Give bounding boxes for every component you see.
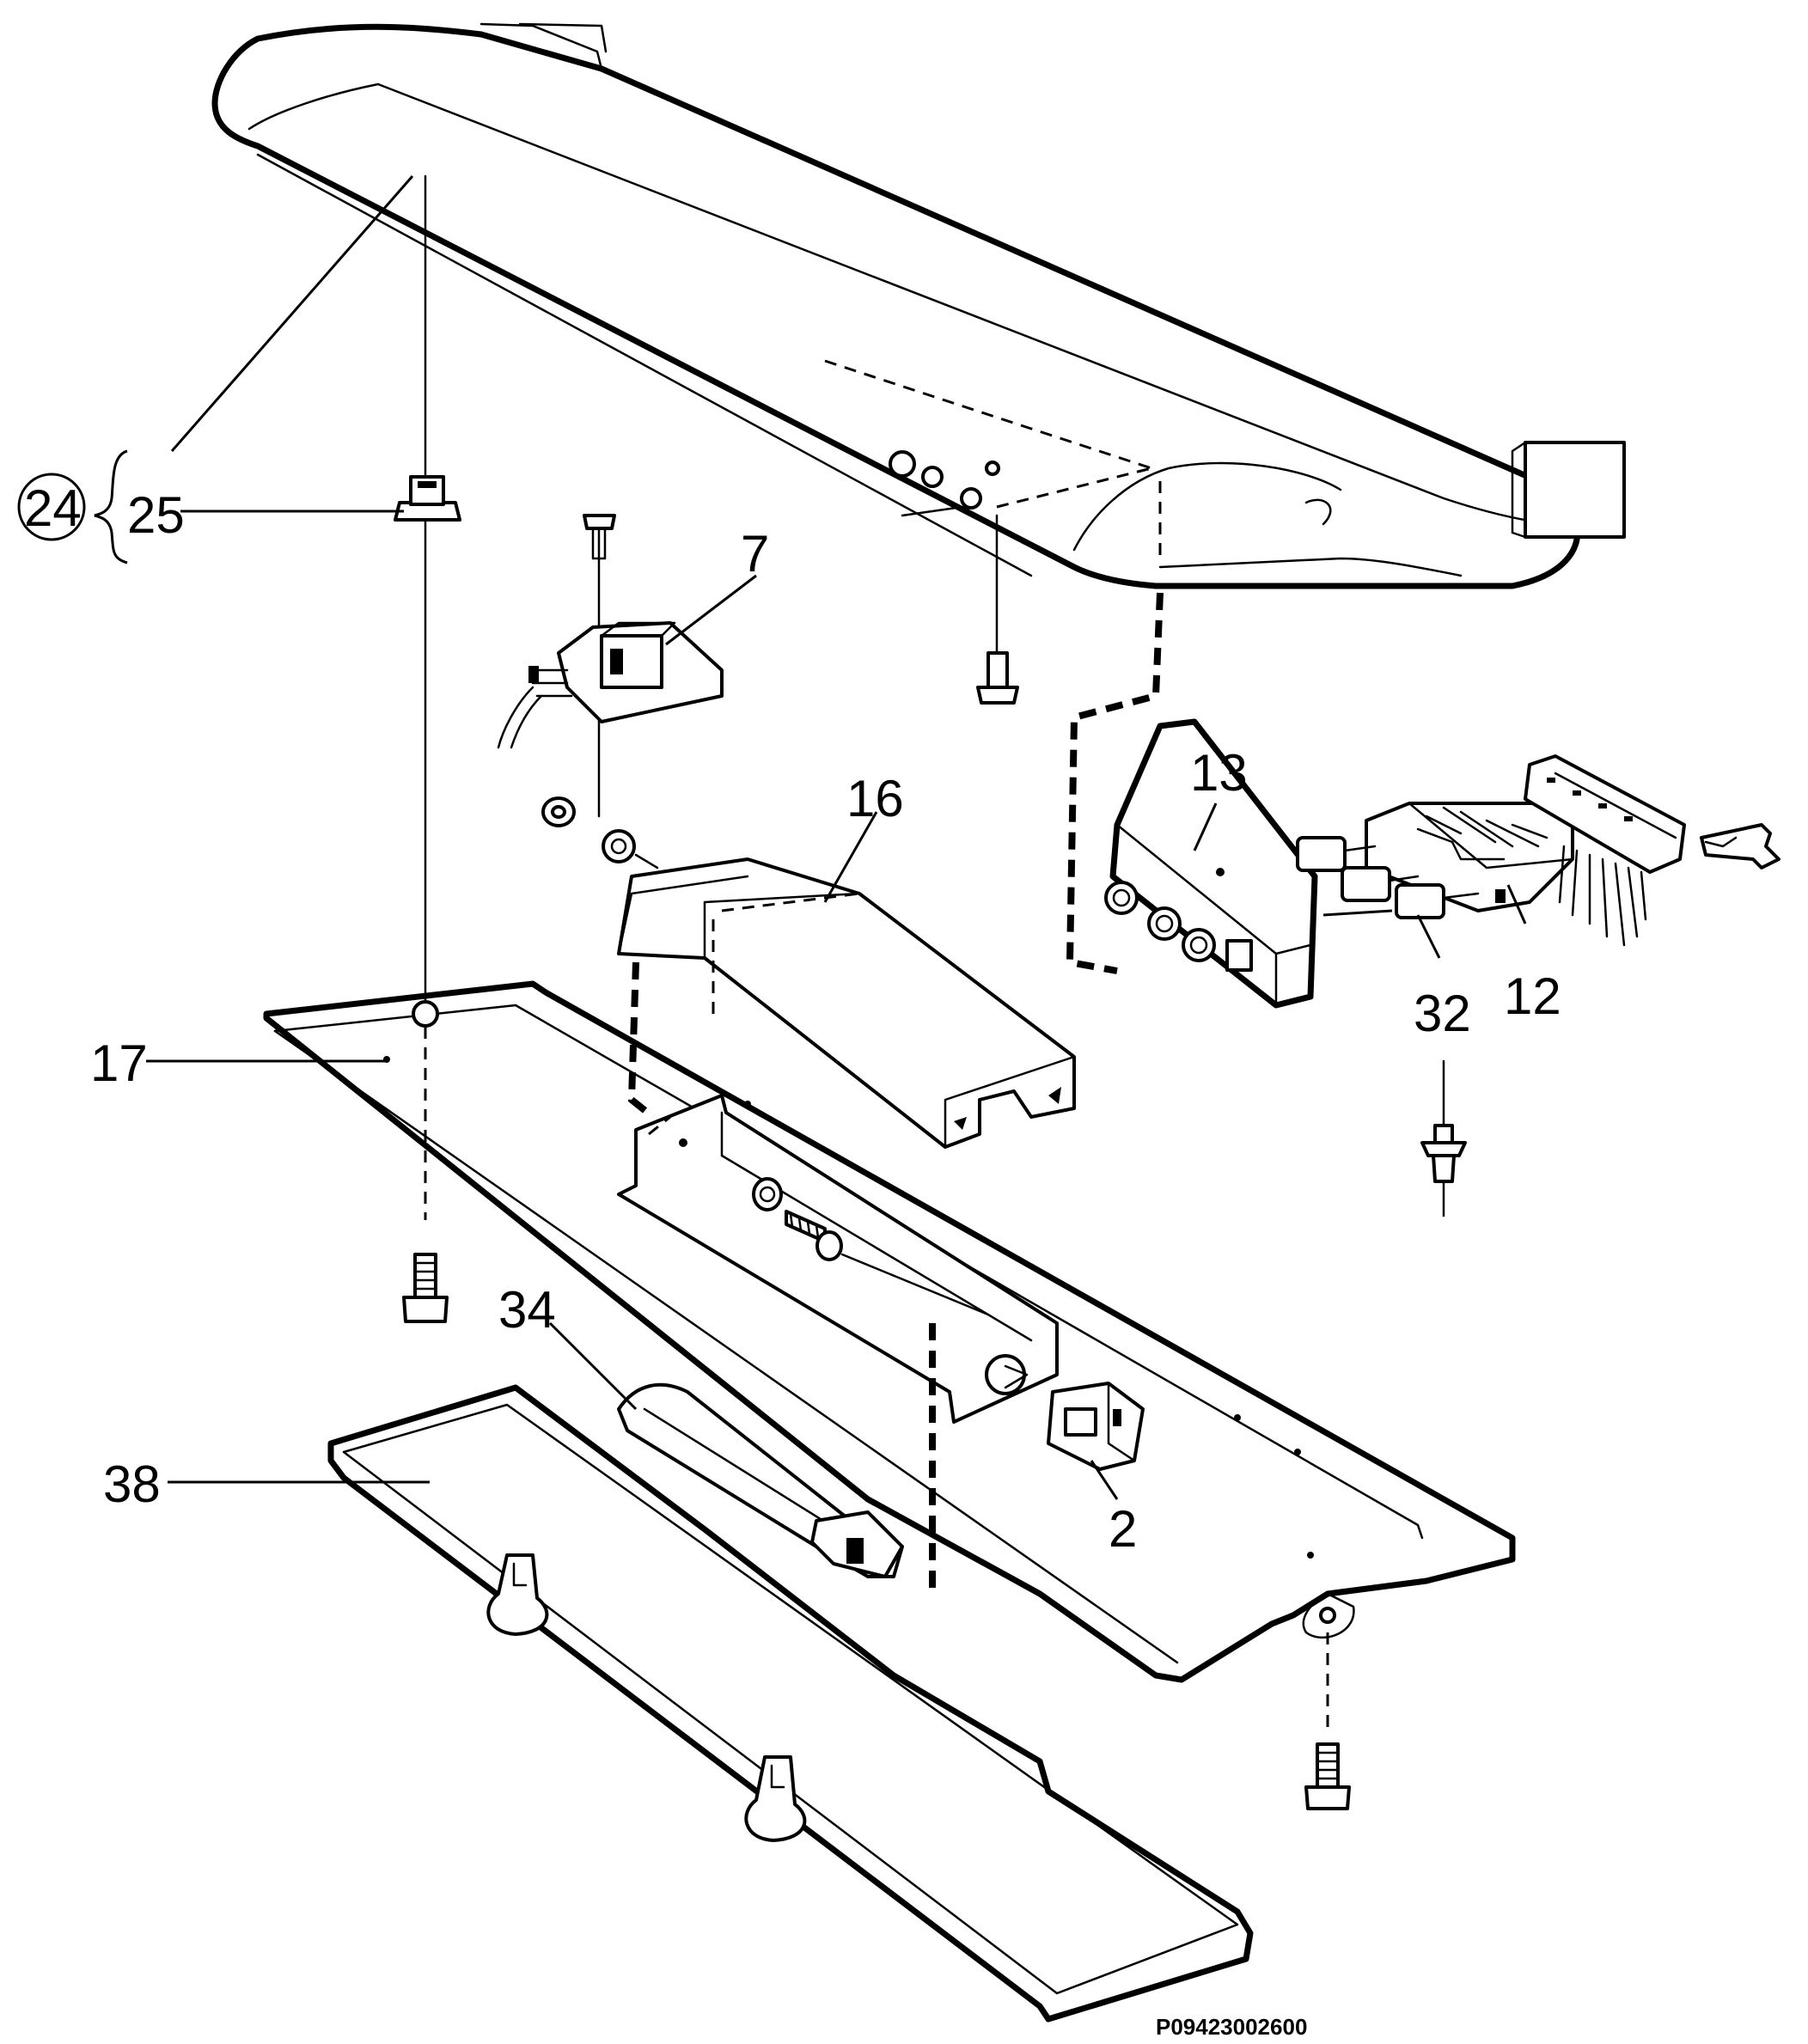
reference-code: P09423002600 <box>1156 2014 1307 2040</box>
lamp-socket-bracket <box>617 961 1059 1598</box>
lamp-cover-16 <box>617 857 1076 1149</box>
clip-25 <box>394 174 461 1016</box>
leader-lines <box>146 175 1527 1500</box>
callout-2: 2 <box>1109 1500 1137 1558</box>
starter-2 <box>1047 1382 1145 1471</box>
callout-13: 13 <box>1190 744 1248 802</box>
switch-block-12 <box>1296 802 1574 919</box>
canopy-housing <box>211 22 1626 589</box>
callout-24: 24 <box>24 479 82 537</box>
callout-34: 34 <box>498 1281 556 1339</box>
ballast-7 <box>497 514 724 818</box>
callout-38: 38 <box>103 1455 161 1513</box>
lamp-tube-34 <box>617 1382 904 1578</box>
canopy-screw <box>976 514 1019 705</box>
assembly-path <box>1066 592 1164 974</box>
bracket-bolt <box>752 1177 990 1316</box>
tray-screw-right <box>1304 1632 1351 1810</box>
callout-32: 32 <box>1414 985 1471 1042</box>
tray-screw-left <box>402 1027 449 1323</box>
rivet <box>1420 1059 1467 1217</box>
nut-pair <box>541 796 659 869</box>
callout-25: 25 <box>127 486 185 544</box>
callout-12: 12 <box>1504 967 1561 1025</box>
callout-17: 17 <box>90 1034 148 1092</box>
connector-block <box>1524 754 1781 947</box>
callout-16: 16 <box>846 770 904 827</box>
callout-7: 7 <box>741 525 769 583</box>
switch-housing-13 <box>1104 718 1393 1009</box>
group-brace <box>17 449 128 564</box>
diffuser-cover-38 <box>327 1384 1254 2023</box>
